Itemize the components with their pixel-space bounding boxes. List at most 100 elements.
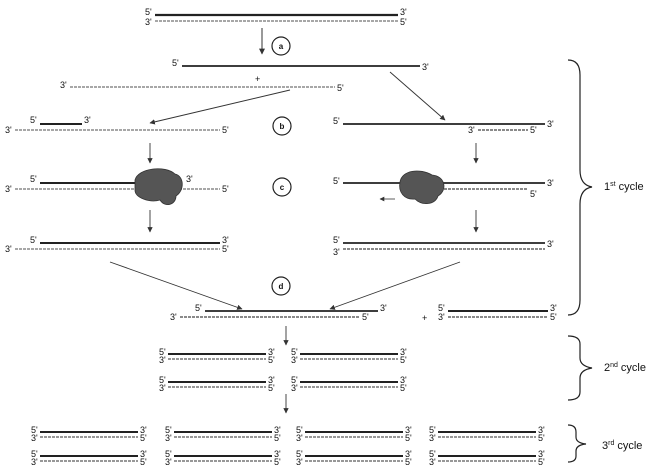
dna-duplex: 5'3'3'5' [429,425,545,443]
end-label: 3' [170,312,177,322]
end-label: 5' [405,433,412,443]
flow-arrow [390,72,445,120]
extension-left: 5' 3' 3' 5' [5,169,229,205]
end-label: 5' [400,383,407,393]
end-label: 3' [547,119,554,129]
end-label: 5' [333,176,340,186]
end-label: 3' [547,178,554,188]
end-label: 3' [547,239,554,249]
end-label: 5' [274,457,281,467]
end-label: 5' [145,7,152,17]
end-label: 3' [165,433,172,443]
end-label: 3' [429,433,436,443]
end-label: 5' [274,433,281,443]
dna-duplex: 5'3'3'5' [159,347,275,365]
dna-duplex: 5'3'3'5' [296,449,412,467]
cycle-3-brace [568,425,586,462]
product-strand-right: 5' 3' 3' 5' [438,303,557,322]
dna-duplex: 5'3'3'5' [31,425,147,443]
end-label: 3' [296,433,303,443]
dna-duplex: 5'3'3'5' [165,425,281,443]
end-label: 5' [222,125,229,135]
dna-duplex: 5'3'3'5' [31,449,147,467]
end-label: 5' [140,433,147,443]
end-label: 3' [429,457,436,467]
dna-duplex: 5'3'3'5' [291,375,407,393]
end-label: 5' [400,355,407,365]
cycle-2-products: 5'3'3'5'5'3'3'5'5'3'3'5'5'3'3'5' [159,347,407,393]
dna-duplex: 5'3'3'5' [159,375,275,393]
end-label: 3' [438,312,445,322]
single-strand-bottom: 3' 5' [60,80,344,93]
template-dsdna: 5' 3' 3' 5' [145,7,407,27]
end-label: 3' [468,125,475,135]
end-label: 3' [159,355,166,365]
dna-duplex: 5'3'3'5' [291,347,407,365]
svg-text:c: c [280,183,285,192]
end-label: 5' [530,125,537,135]
end-label: 5' [333,235,340,245]
svg-text:a: a [279,42,284,51]
end-label: 5' [405,457,412,467]
end-label: 3' [5,244,12,254]
product-strand-left: 5' 3' 3' 5' [170,303,387,322]
polymerase-enzyme [400,171,444,204]
svg-text:b: b [280,122,285,131]
end-label: 5' [30,235,37,245]
end-label: 3' [84,115,91,125]
dna-duplex: 5'3'3'5' [429,449,545,467]
duplex-left: 5' 3' 3' 5' [5,235,229,254]
end-label: 3' [422,62,429,72]
end-label: 5' [538,457,545,467]
cycle-1-brace [568,60,592,315]
end-label: 5' [172,58,179,68]
plus-sign: + [422,313,427,323]
step-b-marker: b [273,117,291,135]
end-label: 3' [145,17,152,27]
end-label: 3' [291,383,298,393]
single-strand-top: 5' 3' [172,58,429,72]
end-label: 3' [5,184,12,194]
end-label: 5' [30,174,37,184]
flow-arrow [110,262,242,309]
end-label: 5' [140,457,147,467]
cycle-2-brace [568,336,592,400]
end-label: 5' [222,184,229,194]
end-label: 3' [31,433,38,443]
end-label: 5' [400,17,407,27]
dna-duplex: 5'3'3'5' [165,449,281,467]
end-label: 5' [337,83,344,93]
end-label: 5' [30,115,37,125]
end-label: 5' [362,312,369,322]
end-label: 5' [550,312,557,322]
cycle-3-products: 5'3'3'5'5'3'3'5'5'3'3'5'5'3'3'5'5'3'3'5'… [31,425,545,467]
svg-text:d: d [279,282,284,291]
end-label: 3' [159,383,166,393]
end-label: 3' [60,80,67,90]
step-c-marker: c [273,178,291,196]
flow-arrow [150,90,290,123]
end-label: 3' [291,355,298,365]
end-label: 3' [296,457,303,467]
end-label: 5' [195,303,202,313]
end-label: 3' [333,247,340,257]
end-label: 5' [530,189,537,199]
end-label: 3' [31,457,38,467]
end-label: 5' [333,116,340,126]
end-label: 5' [268,383,275,393]
step-d-marker: d [272,277,290,295]
end-label: 5' [222,244,229,254]
end-label: 3' [186,174,193,184]
plus-sign: + [255,74,260,84]
end-label: 3' [165,457,172,467]
polymerase-enzyme [135,169,182,205]
end-label: 3' [400,7,407,17]
step-a-marker: a [272,37,290,55]
extension-right: 5' 3' 5' [333,171,554,204]
dna-duplex: 5'3'3'5' [296,425,412,443]
